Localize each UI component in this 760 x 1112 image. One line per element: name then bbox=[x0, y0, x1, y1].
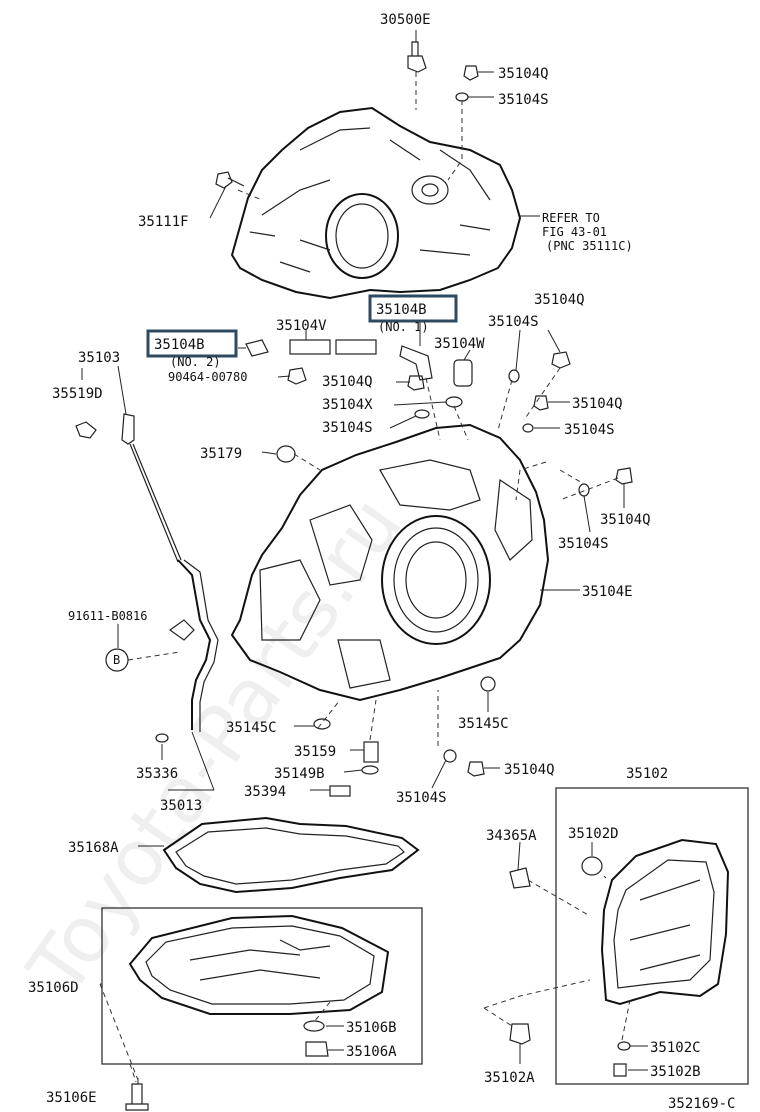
label-35104B-no1-sub: (NO. 1) bbox=[378, 320, 429, 334]
circle-b-label: B bbox=[113, 653, 120, 667]
leader-lines bbox=[81, 30, 648, 1084]
label-35102A[interactable]: 35102A bbox=[484, 1070, 535, 1086]
label-35103[interactable]: 35103 bbox=[78, 350, 120, 366]
label-35336[interactable]: 35336 bbox=[136, 766, 178, 782]
figure-code: 352169-C bbox=[668, 1096, 735, 1112]
label-35013[interactable]: 35013 bbox=[160, 798, 202, 814]
dashed-lines bbox=[99, 72, 631, 1083]
label-35104S-mid[interactable]: 35104S bbox=[322, 420, 373, 436]
label-91611[interactable]: 91611-B0816 bbox=[68, 609, 147, 623]
label-35145C-right[interactable]: 35145C bbox=[458, 716, 509, 732]
label-35104S-low[interactable]: 35104S bbox=[396, 790, 447, 806]
label-35104V[interactable]: 35104V bbox=[276, 318, 327, 334]
refer-note-line-1: REFER TO bbox=[542, 211, 600, 225]
refer-note-line-2: FIG 43-01 bbox=[542, 225, 607, 239]
label-35394[interactable]: 35394 bbox=[244, 784, 286, 800]
label-35111F[interactable]: 35111F bbox=[138, 214, 189, 230]
refer-note-line-3: (PNC 35111C) bbox=[546, 239, 633, 253]
highlight-35104B-no1 bbox=[368, 294, 458, 323]
label-35104W[interactable]: 35104W bbox=[434, 336, 485, 352]
label-90464[interactable]: 90464-00780 bbox=[168, 370, 247, 384]
oil-pan-box bbox=[101, 907, 423, 1065]
label-35519D[interactable]: 35519D bbox=[52, 386, 103, 402]
label-35104Q-r2[interactable]: 35104Q bbox=[572, 396, 623, 412]
label-35104S-r1[interactable]: 35104S bbox=[488, 314, 539, 330]
label-35159[interactable]: 35159 bbox=[294, 744, 336, 760]
highlight-35104B-no2 bbox=[146, 329, 238, 358]
label-35104X[interactable]: 35104X bbox=[322, 397, 373, 413]
label-35104B-no2[interactable]: 35104B bbox=[154, 337, 205, 353]
watermark: Toyota-Parts.ru bbox=[11, 481, 420, 1011]
label-35104E[interactable]: 35104E bbox=[582, 584, 633, 600]
label-35149B[interactable]: 35149B bbox=[274, 766, 325, 782]
label-35104S-top[interactable]: 35104S bbox=[498, 92, 549, 108]
label-35104Q-mid[interactable]: 35104Q bbox=[322, 374, 373, 390]
label-35104B-no2-sub: (NO. 2) bbox=[170, 355, 221, 369]
label-35102C[interactable]: 35102C bbox=[650, 1040, 701, 1056]
label-30500E[interactable]: 30500E bbox=[380, 12, 431, 28]
oil-pan-gasket bbox=[162, 816, 420, 894]
label-35179[interactable]: 35179 bbox=[200, 446, 242, 462]
label-35104S-r3[interactable]: 35104S bbox=[558, 536, 609, 552]
label-35106D[interactable]: 35106D bbox=[28, 980, 79, 996]
label-35102B[interactable]: 35102B bbox=[650, 1064, 701, 1080]
label-35106B[interactable]: 35106B bbox=[346, 1020, 397, 1036]
label-35104B-no1[interactable]: 35104B bbox=[376, 302, 427, 318]
reference-circle-b bbox=[105, 648, 129, 672]
label-34365A[interactable]: 34365A bbox=[486, 828, 537, 844]
label-35104Q-low[interactable]: 35104Q bbox=[504, 762, 555, 778]
label-35145C-left[interactable]: 35145C bbox=[226, 720, 277, 736]
label-35106E[interactable]: 35106E bbox=[46, 1090, 97, 1106]
label-35104Q-top[interactable]: 35104Q bbox=[498, 66, 549, 82]
side-cover-box bbox=[555, 787, 749, 1085]
label-35106A[interactable]: 35106A bbox=[346, 1044, 397, 1060]
converter-housing bbox=[230, 106, 522, 300]
label-35104S-r2[interactable]: 35104S bbox=[564, 422, 615, 438]
label-35104Q-r3[interactable]: 35104Q bbox=[600, 512, 651, 528]
part-labels: 30500E 35104Q 35104S 35111F REFER TO FIG… bbox=[28, 12, 735, 1112]
watermark-text: Toyota-Parts.ru bbox=[11, 481, 420, 1011]
label-35102D[interactable]: 35102D bbox=[568, 826, 619, 842]
dipstick-assembly bbox=[75, 413, 219, 732]
label-35102[interactable]: 35102 bbox=[626, 766, 668, 782]
label-35168A[interactable]: 35168A bbox=[68, 840, 119, 856]
small-parts bbox=[125, 41, 633, 1111]
label-35104Q-r1[interactable]: 35104Q bbox=[534, 292, 585, 308]
transaxle-case bbox=[230, 423, 550, 702]
